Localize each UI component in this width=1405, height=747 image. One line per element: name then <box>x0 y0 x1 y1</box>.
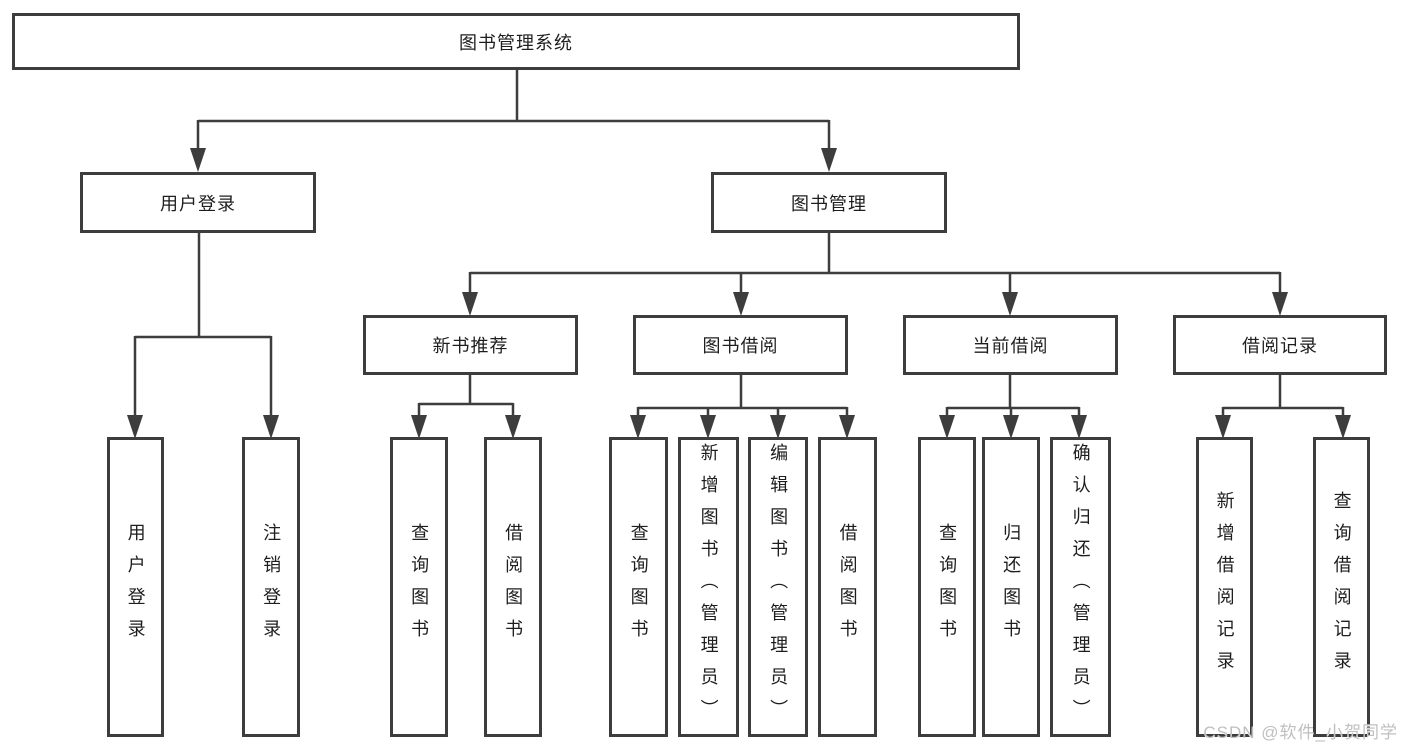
node-label: 查询图书 <box>937 523 958 651</box>
node-label: 借阅图书 <box>837 523 858 651</box>
node-label: 用户登录 <box>160 193 236 214</box>
leaf-add-borrow-record: 新增借阅记录 <box>1196 437 1253 737</box>
leaf-edit-book-admin: 编辑图书（管理员） <box>748 437 808 737</box>
leaf-confirm-return-admin: 确认归还（管理员） <box>1050 437 1111 737</box>
leaf-borrow-book: 借阅图书 <box>818 437 877 737</box>
leaf-add-book-admin: 新增图书（管理员） <box>678 437 739 737</box>
leaf-borrow-book-recommend: 借阅图书 <box>484 437 542 737</box>
leaf-query-book-borrowing: 查询图书 <box>609 437 668 737</box>
node-book-management-system: 图书管理系统 <box>12 13 1020 70</box>
node-book-management: 图书管理 <box>711 172 947 233</box>
node-label: 新增借阅记录 <box>1214 491 1235 683</box>
node-label: 归还图书 <box>1001 523 1022 651</box>
node-label: 注销登录 <box>261 523 282 651</box>
leaf-query-book-recommend: 查询图书 <box>390 437 448 737</box>
node-borrowing-records: 借阅记录 <box>1173 315 1387 375</box>
node-label: 图书借阅 <box>702 336 779 356</box>
node-label: 确认归还（管理员） <box>1070 443 1091 731</box>
node-label: 用户登录 <box>125 523 146 651</box>
node-book-borrowing: 图书借阅 <box>633 315 848 375</box>
node-label: 查询借阅记录 <box>1331 491 1352 683</box>
csdn-watermark: CSDN @软件_小贺同学 <box>1203 723 1398 742</box>
node-label: 当前借阅 <box>972 336 1049 356</box>
arrowheads <box>127 148 1351 439</box>
node-label: 图书管理 <box>791 193 867 214</box>
node-label: 新增图书（管理员） <box>698 443 719 731</box>
node-new-book-recommend: 新书推荐 <box>363 315 578 375</box>
leaf-return-book: 归还图书 <box>982 437 1040 737</box>
node-label: 查询图书 <box>628 523 649 651</box>
node-user-login: 用户登录 <box>80 172 316 233</box>
node-label: 图书管理系统 <box>459 32 573 53</box>
node-label: 借阅图书 <box>503 523 524 651</box>
node-label: 借阅记录 <box>1242 336 1318 356</box>
leaf-user-login: 用户登录 <box>107 437 164 737</box>
node-label: 新书推荐 <box>432 336 509 356</box>
leaf-query-book-current: 查询图书 <box>918 437 976 737</box>
leaf-logout: 注销登录 <box>242 437 300 737</box>
node-current-borrowing: 当前借阅 <box>903 315 1118 375</box>
leaf-query-borrow-record: 查询借阅记录 <box>1313 437 1370 737</box>
node-label: 查询图书 <box>409 523 430 651</box>
node-label: 编辑图书（管理员） <box>768 443 789 731</box>
